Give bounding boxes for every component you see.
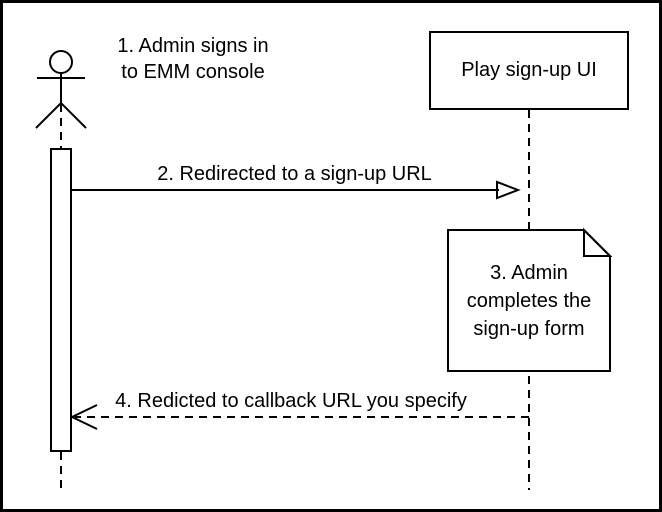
message-2-arrow — [71, 180, 521, 200]
message-4-label: 4. Redicted to callback URL you specify — [115, 390, 467, 412]
message-2-label: 2. Redirected to a sign-up URL — [157, 163, 432, 185]
message-2-arrowhead-icon — [496, 180, 521, 200]
note-body — [447, 229, 611, 372]
actor-head — [49, 50, 73, 74]
note-fold-icon — [583, 227, 613, 257]
note-shape — [447, 227, 613, 372]
actor-legs — [35, 101, 87, 129]
activation-bar — [50, 148, 72, 452]
note-3-label: 3. Admin completes the sign-up form — [466, 261, 592, 340]
step-1-annotation: 1. Admin signs in to EMM console — [117, 35, 269, 83]
message-4-arrow — [69, 404, 529, 430]
participant-label: Play sign-up UI — [461, 59, 597, 81]
message-4-arrowhead-icon — [69, 404, 98, 430]
actor-figure-icon — [35, 50, 87, 129]
participant-box-play-sign-up-ui: Play sign-up UI — [429, 31, 629, 110]
